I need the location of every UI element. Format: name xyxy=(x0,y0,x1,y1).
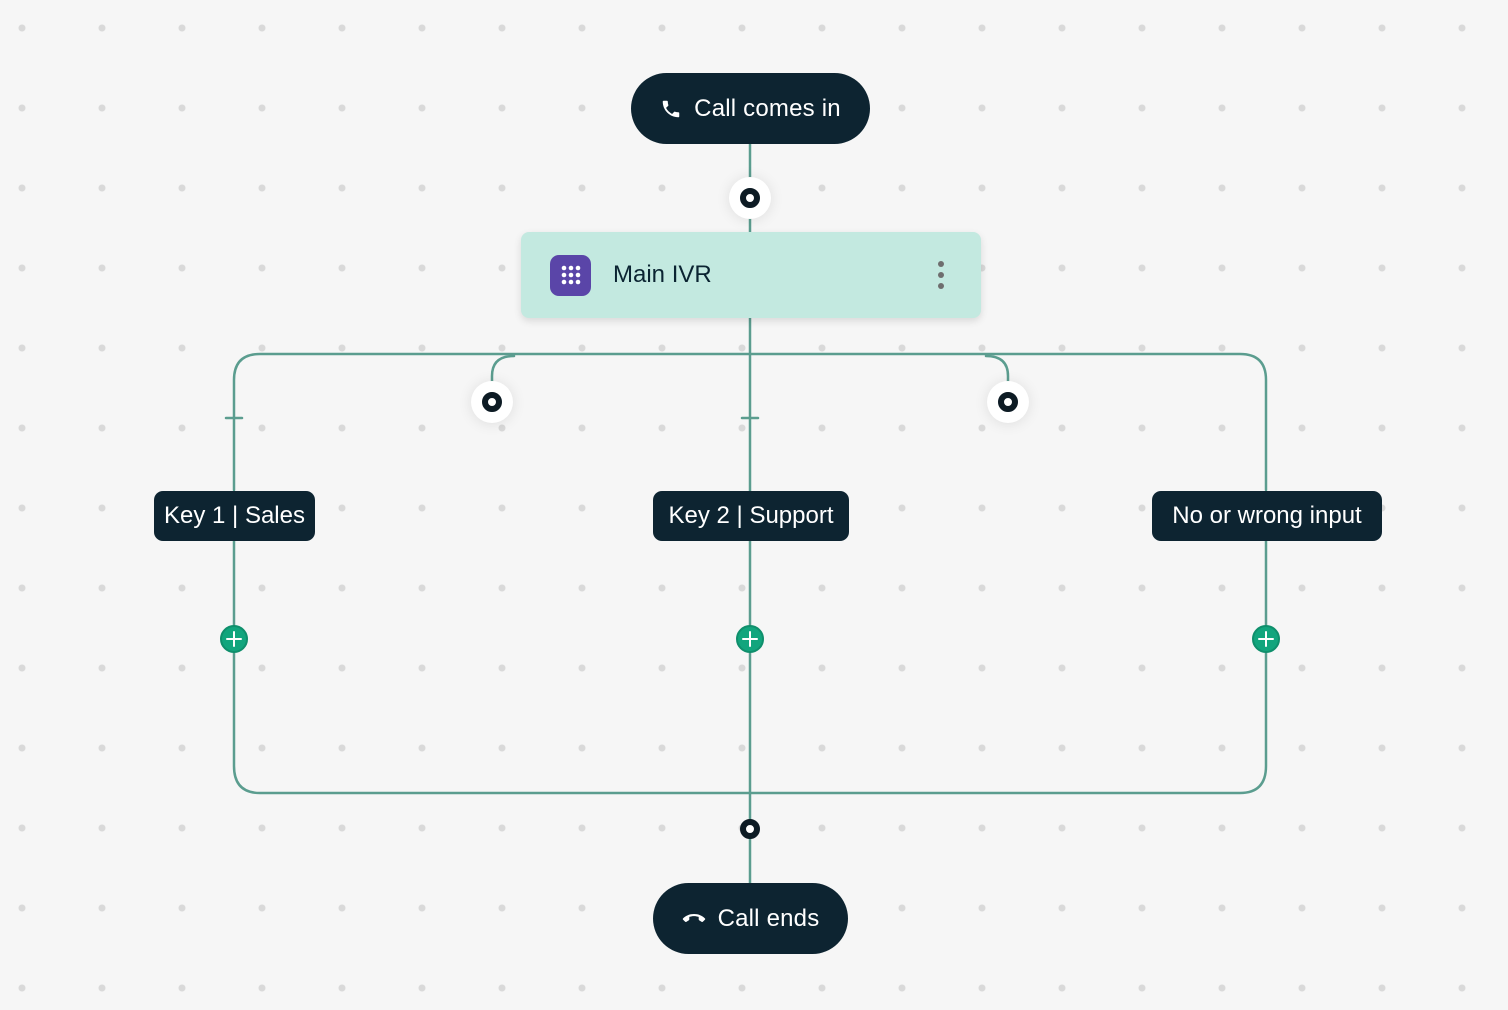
plus-icon xyxy=(742,631,758,647)
add-step-button-branch-3[interactable] xyxy=(1252,625,1280,653)
plus-icon xyxy=(226,631,242,647)
plus-icon xyxy=(1258,631,1274,647)
line-split-inner-right xyxy=(984,354,1010,394)
call-end-label: Call ends xyxy=(717,904,820,932)
branch-label-key-1[interactable]: Key 1 | Sales xyxy=(154,491,315,541)
more-vertical-icon[interactable] xyxy=(931,255,951,295)
branch-label-key-2[interactable]: Key 2 | Support xyxy=(653,491,849,541)
branch-label-no-input[interactable]: No or wrong input xyxy=(1152,491,1382,541)
ivr-node-title: Main IVR xyxy=(613,261,712,288)
connector-branch-left[interactable] xyxy=(482,392,502,412)
add-step-button-branch-1[interactable] xyxy=(220,625,248,653)
connector-branch-right[interactable] xyxy=(998,392,1018,412)
call-start-label: Call comes in xyxy=(694,94,841,122)
connector-top[interactable] xyxy=(740,188,760,208)
add-step-button-branch-2[interactable] xyxy=(736,625,764,653)
call-end-node[interactable]: Call ends xyxy=(653,883,848,954)
call-start-node[interactable]: Call comes in xyxy=(631,73,870,144)
phone-icon xyxy=(660,98,682,120)
ivr-node[interactable]: Main IVR xyxy=(521,232,981,318)
phone-hangup-icon xyxy=(682,912,706,926)
connector-bottom[interactable] xyxy=(740,819,760,839)
line-split-inner-left xyxy=(490,354,516,394)
dialpad-icon xyxy=(550,254,591,296)
